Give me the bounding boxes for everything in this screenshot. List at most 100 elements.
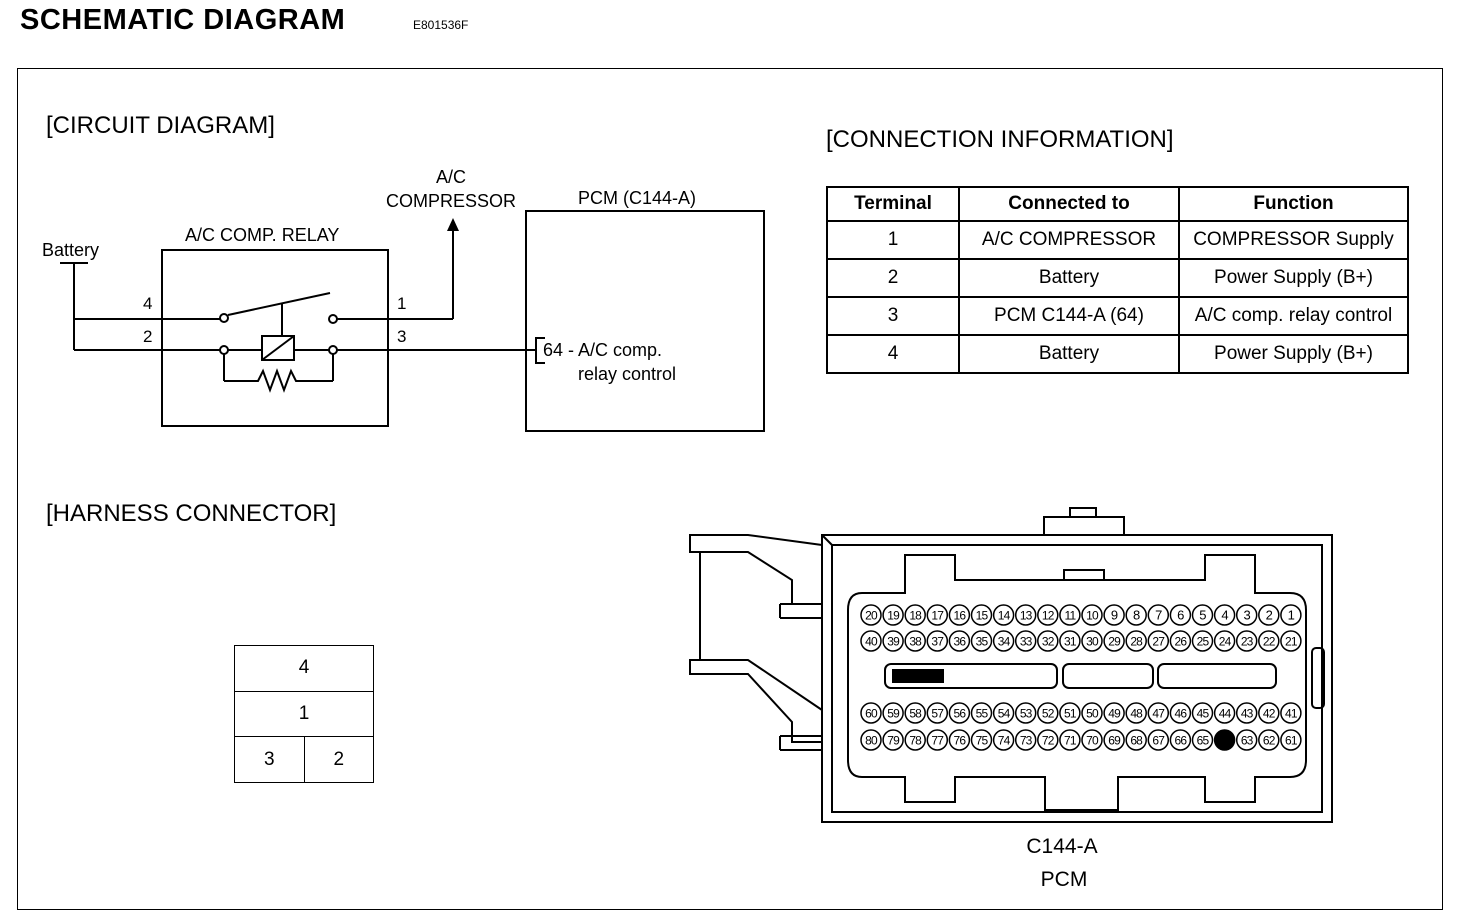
pcm-pin-4: 4 xyxy=(1213,604,1236,626)
svg-text:53: 53 xyxy=(1020,707,1033,721)
page-title: SCHEMATIC DIAGRAM xyxy=(20,4,346,36)
svg-text:75: 75 xyxy=(976,734,989,748)
relay-conn-pin-2: 2 xyxy=(303,736,374,783)
svg-text:8: 8 xyxy=(1133,608,1140,623)
pcm-pin-10: 10 xyxy=(1081,604,1103,626)
connection-info-title: [CONNECTION INFORMATION] xyxy=(826,126,1174,153)
pcm-pin-45: 45 xyxy=(1191,702,1214,724)
svg-text:80: 80 xyxy=(865,734,878,748)
svg-text:6: 6 xyxy=(1177,608,1184,623)
pcm-pin-29: 29 xyxy=(1103,630,1125,652)
svg-text:44: 44 xyxy=(1219,707,1232,721)
pcm-pin-1: 1 xyxy=(1280,604,1302,626)
pcm-pin-41: 41 xyxy=(1280,702,1302,724)
cell-terminal: 4 xyxy=(826,334,960,374)
svg-text:36: 36 xyxy=(954,635,967,649)
svg-text:48: 48 xyxy=(1130,707,1143,721)
svg-text:65: 65 xyxy=(1197,734,1210,748)
cell-connected-to: Battery xyxy=(958,258,1180,298)
svg-text:71: 71 xyxy=(1064,734,1077,748)
pcm-pin-21: 21 xyxy=(1280,630,1302,652)
svg-text:76: 76 xyxy=(954,734,967,748)
svg-text:32: 32 xyxy=(1042,635,1055,649)
pcm-pin-51: 51 xyxy=(1059,702,1081,724)
cell-function: COMPRESSOR Supply xyxy=(1178,220,1409,260)
svg-text:52: 52 xyxy=(1042,707,1055,721)
svg-text:30: 30 xyxy=(1086,635,1099,649)
relay-conn-pin-3: 3 xyxy=(234,736,305,783)
table-row: 4 Battery Power Supply (B+) xyxy=(826,334,1409,374)
cell-connected-to: PCM C144-A (64) xyxy=(958,296,1180,336)
svg-text:27: 27 xyxy=(1152,635,1165,649)
svg-text:74: 74 xyxy=(998,734,1011,748)
svg-text:26: 26 xyxy=(1175,635,1188,649)
header-function: Function xyxy=(1178,186,1409,222)
pcm-pin-14: 14 xyxy=(992,604,1015,626)
pcm-pin-69: 69 xyxy=(1103,729,1125,751)
svg-text:37: 37 xyxy=(931,635,944,649)
svg-text:72: 72 xyxy=(1042,734,1055,748)
pcm-pin-27: 27 xyxy=(1147,630,1170,652)
cell-terminal: 3 xyxy=(826,296,960,336)
harness-connector-title: [HARNESS CONNECTOR] xyxy=(46,500,337,527)
svg-text:55: 55 xyxy=(976,707,989,721)
diagram-frame xyxy=(17,68,1443,910)
pcm-pin-28: 28 xyxy=(1125,630,1147,652)
relay-conn-pin-1: 1 xyxy=(234,690,374,738)
svg-text:67: 67 xyxy=(1152,734,1165,748)
pcm-label: PCM (C144-A) xyxy=(578,188,696,208)
pcm-pin-11: 11 xyxy=(1059,604,1081,626)
pcm-pin-52: 52 xyxy=(1037,702,1059,724)
svg-text:56: 56 xyxy=(954,707,967,721)
pcm-pin-58: 58 xyxy=(904,702,926,724)
svg-text:68: 68 xyxy=(1130,734,1143,748)
pcm-pin-57: 57 xyxy=(926,702,949,724)
svg-text:35: 35 xyxy=(976,635,989,649)
pcm-pin-44: 44 xyxy=(1213,702,1236,724)
table-row: 2 Battery Power Supply (B+) xyxy=(826,258,1409,298)
svg-text:77: 77 xyxy=(931,734,944,748)
svg-text:69: 69 xyxy=(1108,734,1121,748)
svg-text:23: 23 xyxy=(1241,635,1254,649)
svg-text:62: 62 xyxy=(1263,734,1276,748)
pin-label-3: 3 xyxy=(397,327,406,346)
pcm-pin-16: 16 xyxy=(948,604,971,626)
pcm-pin-66: 66 xyxy=(1169,729,1192,751)
pcm-pin-20: 20 xyxy=(860,604,882,626)
table-row: 3 PCM C144-A (64) A/C comp. relay contro… xyxy=(826,296,1409,336)
svg-text:34: 34 xyxy=(998,635,1011,649)
pcm-pin-59: 59 xyxy=(882,702,904,724)
pcm-pin-19: 19 xyxy=(882,604,904,626)
pcm-connector-label: C144-A xyxy=(1026,835,1097,858)
svg-text:1: 1 xyxy=(1288,608,1295,623)
svg-text:24: 24 xyxy=(1219,635,1232,649)
svg-text:70: 70 xyxy=(1086,734,1099,748)
svg-text:19: 19 xyxy=(887,609,900,623)
pcm-pin-8: 8 xyxy=(1125,604,1147,626)
cell-terminal: 2 xyxy=(826,258,960,298)
svg-text:38: 38 xyxy=(909,635,922,649)
relay-label: A/C COMP. RELAY xyxy=(185,225,339,245)
svg-text:50: 50 xyxy=(1086,707,1099,721)
svg-text:20: 20 xyxy=(865,609,878,623)
svg-text:15: 15 xyxy=(976,609,989,623)
pcm-pin-55: 55 xyxy=(970,702,993,724)
document-code: E801536F xyxy=(413,18,469,32)
svg-text:11: 11 xyxy=(1064,609,1076,623)
svg-text:39: 39 xyxy=(887,635,900,649)
pcm-pin-77: 77 xyxy=(926,729,949,751)
relay-harness-connector: 4 1 3 2 xyxy=(234,645,374,783)
svg-text:28: 28 xyxy=(1130,635,1143,649)
svg-text:79: 79 xyxy=(887,734,900,748)
svg-text:18: 18 xyxy=(909,609,922,623)
pcm-pin-39: 39 xyxy=(882,630,904,652)
svg-text:22: 22 xyxy=(1263,635,1276,649)
pcm-pin-50: 50 xyxy=(1081,702,1103,724)
pcm-pin-65: 65 xyxy=(1191,729,1214,751)
pcm-pin-text-2: relay control xyxy=(578,364,676,384)
svg-text:60: 60 xyxy=(865,707,878,721)
svg-text:49: 49 xyxy=(1108,707,1121,721)
pcm-pin-31: 31 xyxy=(1059,630,1081,652)
